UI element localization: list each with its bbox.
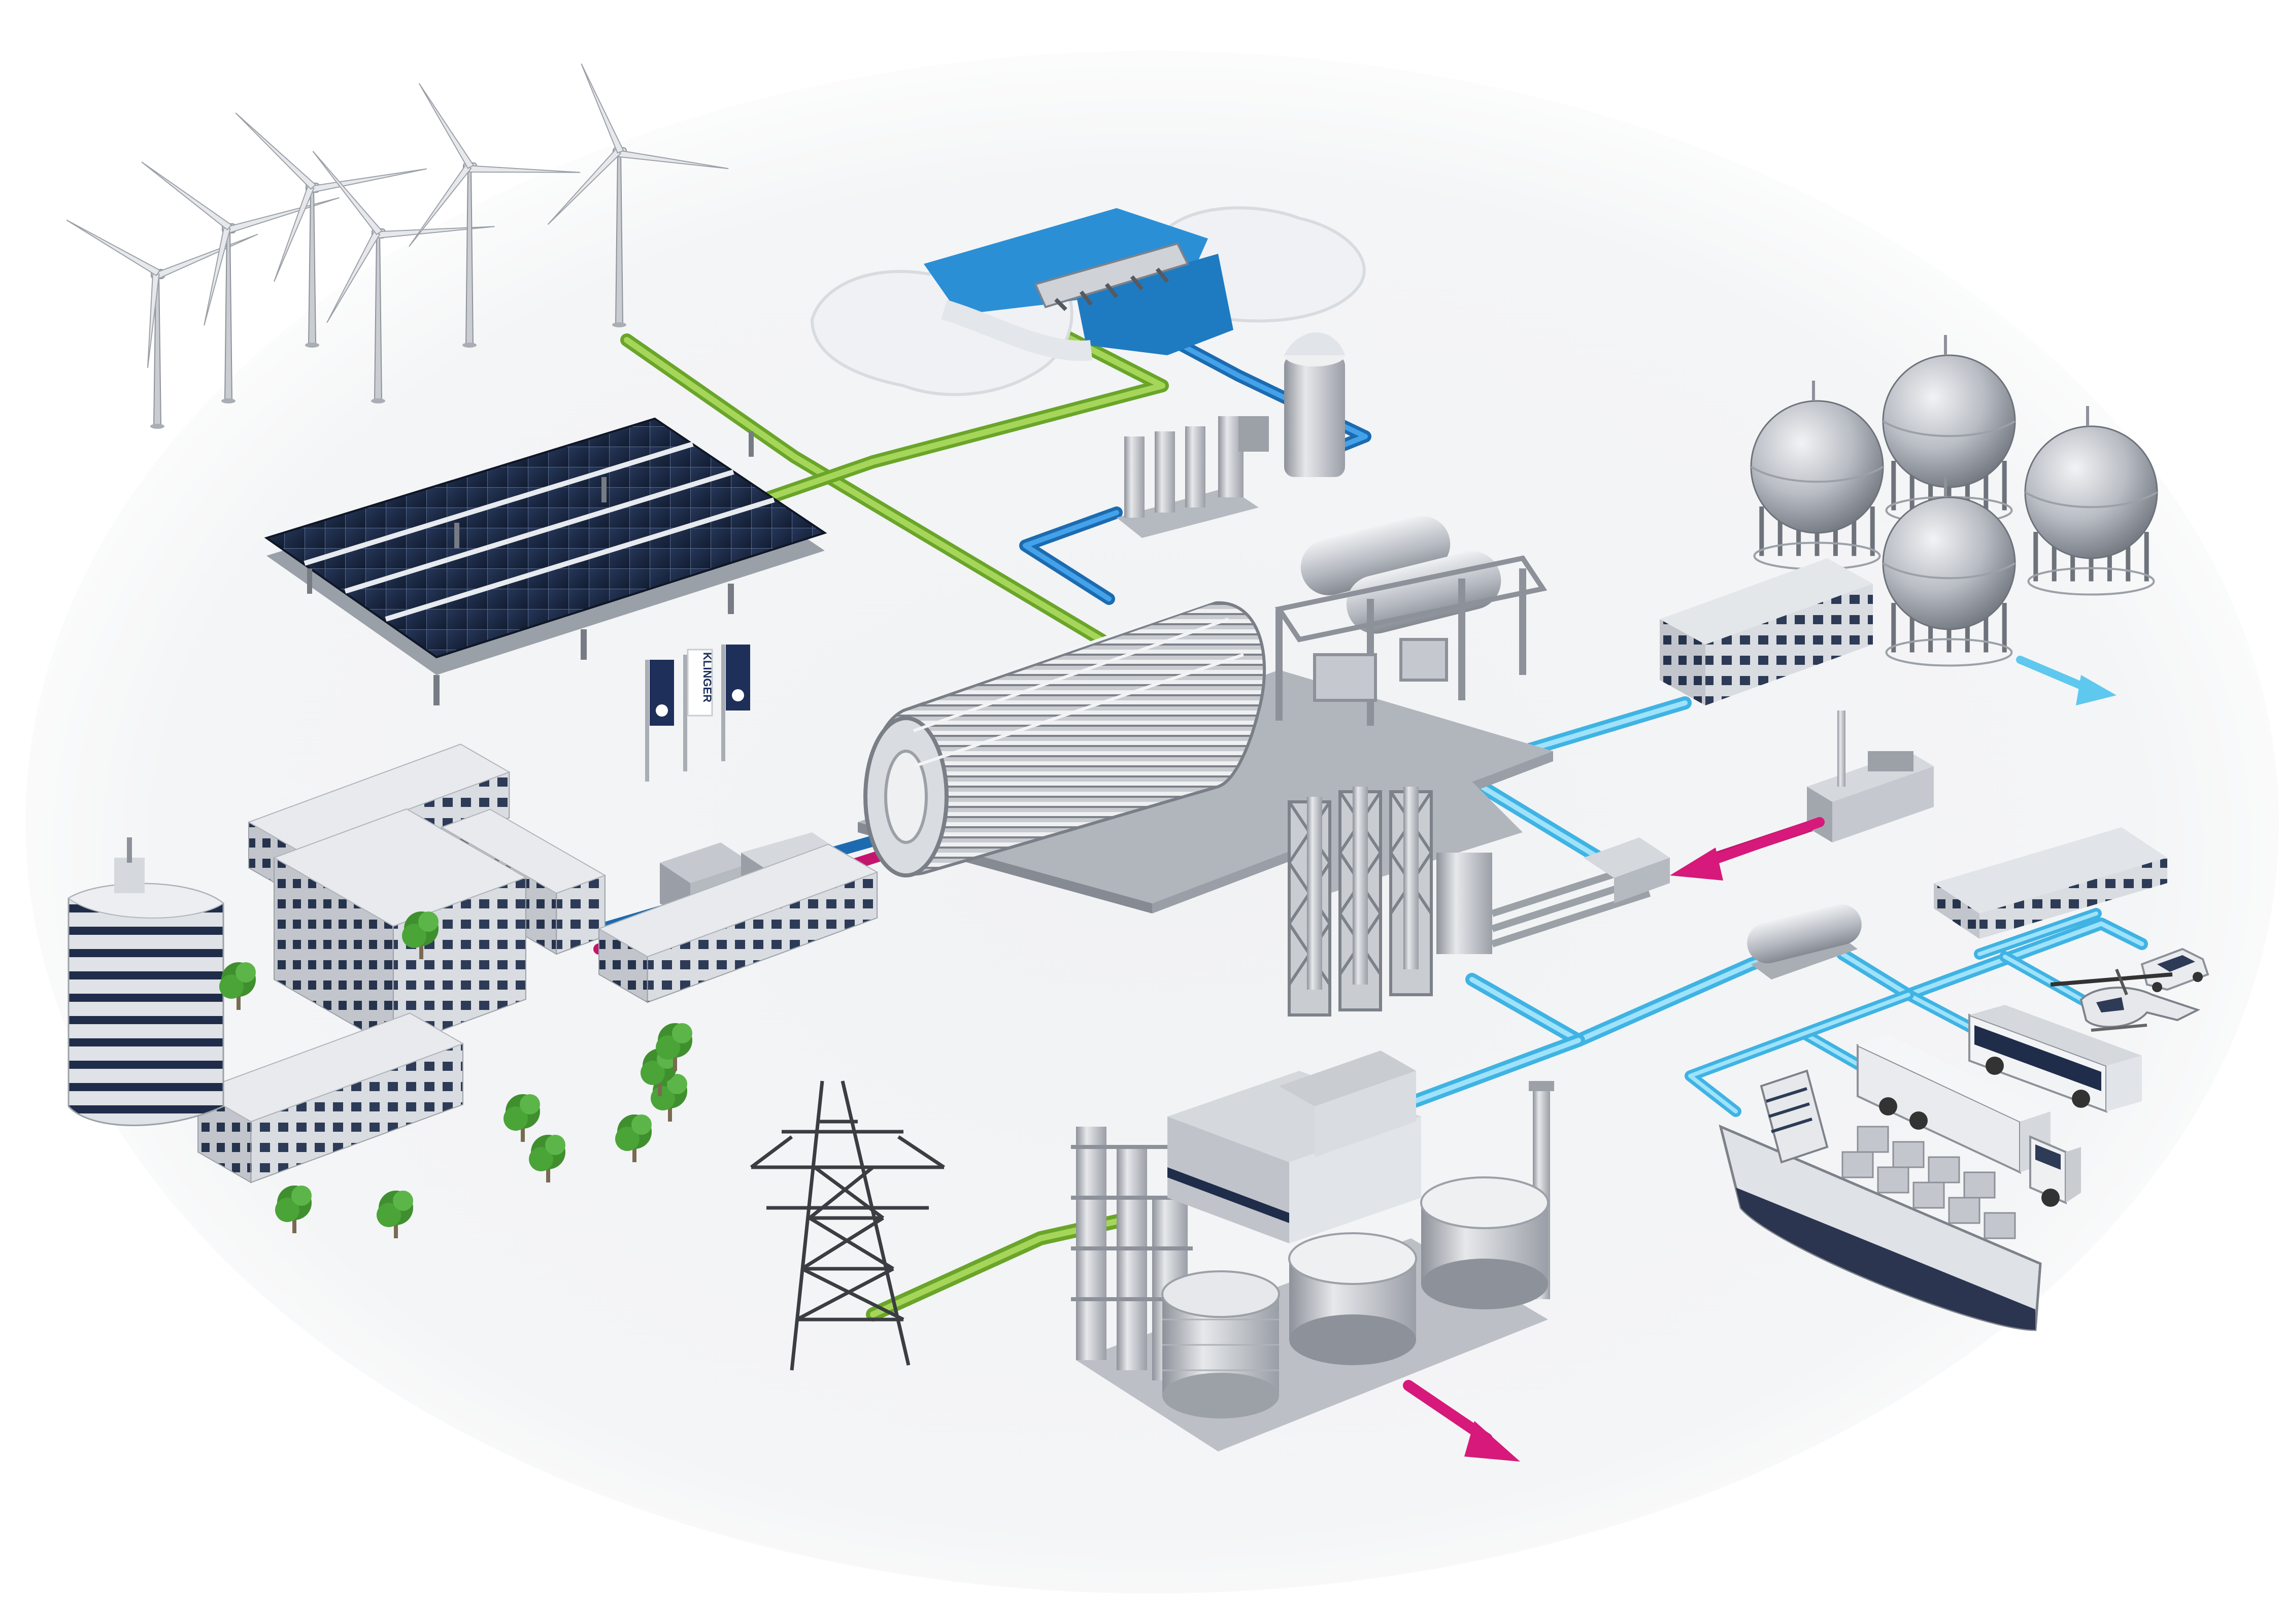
arrow-icon	[1670, 817, 1825, 881]
flag-brand-text: KLINGER	[701, 652, 714, 702]
solar-farm	[264, 417, 827, 705]
wind-turbine-icon	[66, 219, 258, 429]
spherical-tank-icon	[1882, 477, 2016, 667]
tree-icon	[615, 1114, 652, 1162]
flag-icon: KLINGER	[683, 649, 714, 771]
logistics-office-building	[1934, 827, 2167, 939]
truck-icon	[1857, 1035, 2081, 1207]
water-treatment-unit	[1117, 332, 1345, 538]
spherical-tank-icon	[1750, 381, 1884, 570]
process-building	[1167, 1051, 1421, 1243]
tree-icon	[377, 1191, 413, 1238]
wind-turbine-icon	[547, 63, 729, 327]
spherical-tank-icon	[1882, 335, 2016, 525]
solar-panel-icon	[264, 417, 827, 705]
wind-turbine-icon	[409, 83, 581, 348]
hydro-dam	[810, 206, 1366, 396]
storage-tank-round-2	[1420, 1176, 1549, 1309]
office-building	[196, 1012, 464, 1183]
dam-icon	[1034, 242, 1189, 309]
electrolyzer-stack	[863, 597, 1266, 877]
mobility	[1719, 948, 2209, 1331]
bus-icon	[1968, 1005, 2142, 1113]
synthesis-tower	[1288, 787, 1433, 1017]
spherical-tank-icon	[2024, 406, 2158, 596]
wind-farm	[66, 63, 729, 429]
gas-separator-tanks	[1274, 516, 1548, 726]
water-tank	[1284, 355, 1345, 477]
wind-turbine-icon	[312, 151, 495, 403]
storage-tank-round-1	[1288, 1232, 1417, 1365]
company-flags: KLINGER	[645, 645, 750, 782]
wind-turbine-icon	[235, 112, 427, 348]
hydrogen-buffer-tank	[1747, 904, 1862, 979]
tower-building	[68, 837, 224, 1126]
arrow-icon	[1403, 1380, 1520, 1462]
storage-tank-main	[1161, 1270, 1280, 1418]
flag-icon	[721, 645, 750, 761]
city-district	[68, 743, 879, 1238]
tree-icon	[275, 1186, 312, 1233]
co2-capture-unit	[1807, 710, 1934, 842]
hydrogen-storage-tanks	[1750, 335, 2158, 667]
tree-icon	[503, 1094, 540, 1142]
arrow-icon	[2016, 656, 2117, 705]
synthesis-plant	[1288, 782, 1670, 1017]
refinery	[1071, 1051, 1554, 1451]
tree-icon	[402, 911, 439, 959]
tree-icon	[219, 962, 256, 1010]
office-building	[597, 843, 879, 1003]
flow-arrows	[1403, 656, 2117, 1462]
helicopter-icon	[2050, 968, 2201, 1032]
transmission-tower-icon	[750, 1080, 945, 1371]
storage-office-building	[1660, 558, 1873, 705]
tree-icon	[529, 1135, 565, 1182]
ship-icon	[1719, 1069, 2042, 1331]
tree-icon	[656, 1023, 692, 1071]
car-icon	[2140, 948, 2209, 992]
flag-icon	[645, 660, 674, 782]
